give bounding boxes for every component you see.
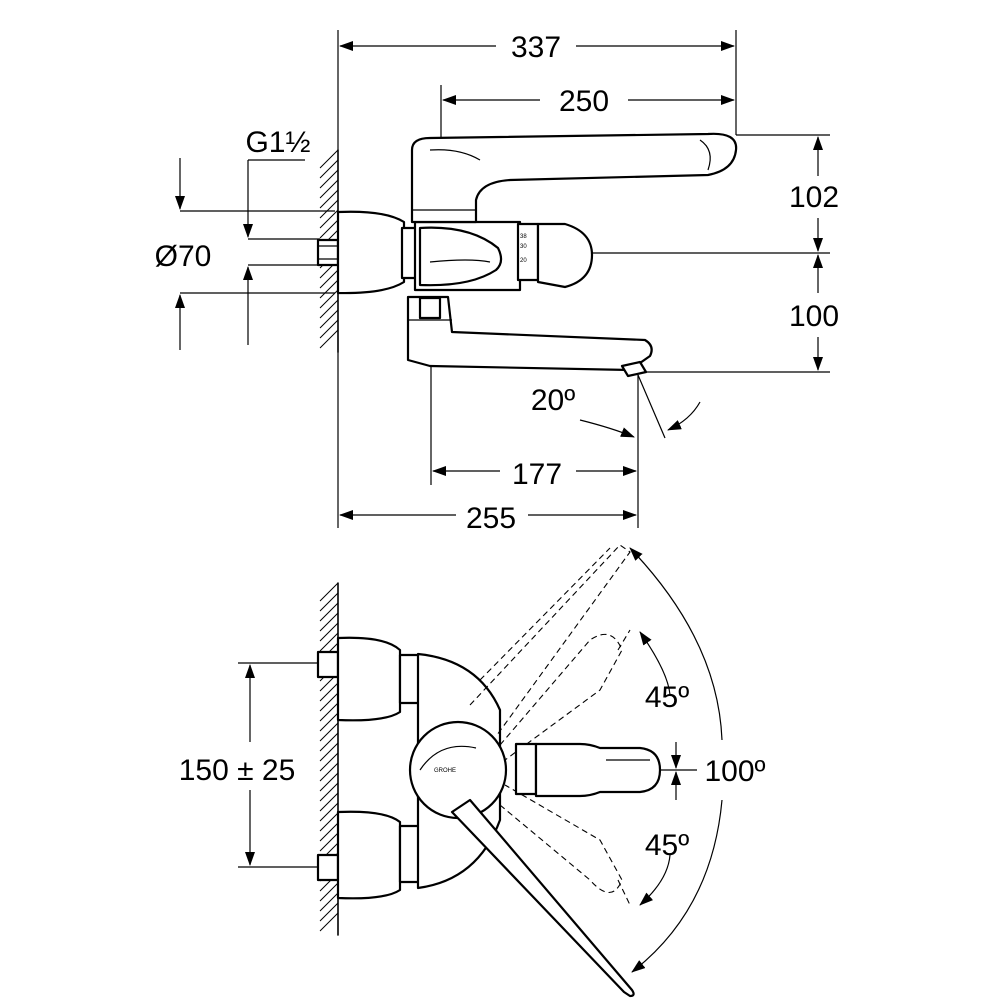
scale-mark-30: 30 — [520, 244, 527, 250]
hatch-stroke — [319, 309, 339, 329]
dim-label-spout-angle: 20º — [531, 384, 575, 417]
dim-label-lower-height: 100 — [789, 300, 839, 333]
hatch-stroke — [319, 912, 339, 932]
lever-handle — [410, 132, 738, 224]
dim-label-angle-total: 100º — [704, 755, 765, 788]
dim-label-upper-height: 102 — [789, 181, 839, 214]
hatch-stroke — [319, 892, 339, 912]
hatch-stroke — [319, 712, 339, 732]
spout-swivel — [418, 296, 442, 320]
hatch-stroke — [319, 319, 339, 339]
hub-contour — [419, 745, 477, 771]
temperature-scale-ring-plan — [514, 742, 538, 796]
extension-line-spout-angle — [637, 374, 666, 439]
hatch-stroke — [319, 219, 339, 239]
plan-view: GROHE 150 ± 25 45º 100º 45º — [179, 544, 766, 998]
lower-inlet — [316, 810, 422, 900]
hatch-stroke — [319, 802, 339, 822]
thermostat-knob — [536, 222, 594, 289]
scale-mark-20: 20 — [520, 258, 527, 264]
dim-label-projection: 255 — [466, 502, 516, 535]
body-shading — [429, 259, 491, 263]
hatch-stroke — [319, 199, 339, 219]
hatch-stroke — [319, 582, 339, 602]
spout — [406, 295, 653, 372]
hatch-stroke — [319, 149, 339, 169]
thermostat-knob-plan — [534, 742, 662, 798]
body-contour — [418, 226, 503, 287]
dim-arc-45-upper-a — [639, 631, 671, 696]
hatch-stroke — [319, 602, 339, 622]
hatch-stroke — [319, 632, 339, 652]
swing-dash-tick-down — [617, 879, 631, 906]
hatch-stroke — [319, 279, 339, 299]
hatch-stroke — [319, 782, 339, 802]
lever-hub — [408, 720, 508, 820]
hatch-stroke — [319, 179, 339, 199]
hatch-stroke — [319, 702, 339, 722]
dim-arc-100-upper — [629, 547, 723, 741]
upper-inlet — [316, 636, 422, 722]
elevation-view: 38 30 20 337 250 G1½ Ø70 102 100 20º 177… — [155, 30, 839, 535]
dim-label-angle-lower: 45º — [645, 829, 689, 862]
scale-mark-38: 38 — [520, 234, 527, 240]
dim-arc-45-lower-b — [639, 854, 671, 906]
lever-highlight — [429, 149, 481, 161]
hatch-stroke — [319, 592, 339, 612]
dim-label-centres: 150 ± 25 — [179, 754, 296, 787]
hatch-stroke — [319, 832, 339, 852]
swing-dash-tick-up — [617, 629, 631, 651]
hatch-stroke — [319, 612, 339, 632]
dim-label-overall-width: 337 — [511, 31, 561, 64]
hatch-stroke — [319, 902, 339, 922]
swing-position-45-up — [499, 633, 623, 761]
hatch-stroke — [319, 822, 339, 842]
hatch-stroke — [319, 752, 339, 772]
hatch-stroke — [319, 159, 339, 179]
swing-position-100-outline — [469, 544, 631, 736]
wall-escutcheon — [336, 210, 406, 295]
hatch-stroke — [319, 622, 339, 642]
dim-label-angle-upper: 45º — [645, 681, 689, 714]
hatch-stroke — [319, 762, 339, 782]
dim-label-diameter: Ø70 — [155, 240, 212, 273]
hatch-stroke — [319, 189, 339, 209]
hatch-stroke — [319, 682, 339, 702]
dim-arc-20-left — [579, 419, 635, 438]
swing-position-100-edge — [479, 547, 611, 681]
temperature-scale-ring — [516, 222, 540, 282]
hatch-stroke — [319, 329, 339, 349]
lever-tip-curve — [699, 139, 711, 171]
hatch-stroke — [319, 812, 339, 832]
swing-position-45-down — [499, 784, 623, 894]
hatch-stroke — [319, 692, 339, 712]
hatch-stroke — [319, 269, 339, 289]
hatch-stroke — [319, 722, 339, 742]
aerator — [620, 360, 648, 378]
inlet-connector — [316, 238, 340, 267]
hatch-stroke — [319, 882, 339, 902]
hatch-stroke — [319, 169, 339, 189]
hatch-stroke — [319, 732, 339, 752]
dim-arc-100-lower — [631, 799, 723, 973]
hatch-stroke — [319, 742, 339, 762]
dim-arc-20-right — [667, 401, 701, 431]
dim-label-thread: G1½ — [245, 126, 310, 159]
dim-label-spout-reach: 177 — [512, 458, 562, 491]
hatch-stroke — [319, 792, 339, 812]
lever-arm — [450, 798, 635, 998]
hatch-stroke — [319, 772, 339, 792]
dim-label-lever-reach: 250 — [559, 85, 609, 118]
hatch-stroke — [319, 209, 339, 229]
brand-logo: GROHE — [434, 768, 456, 774]
hatch-stroke — [319, 299, 339, 319]
